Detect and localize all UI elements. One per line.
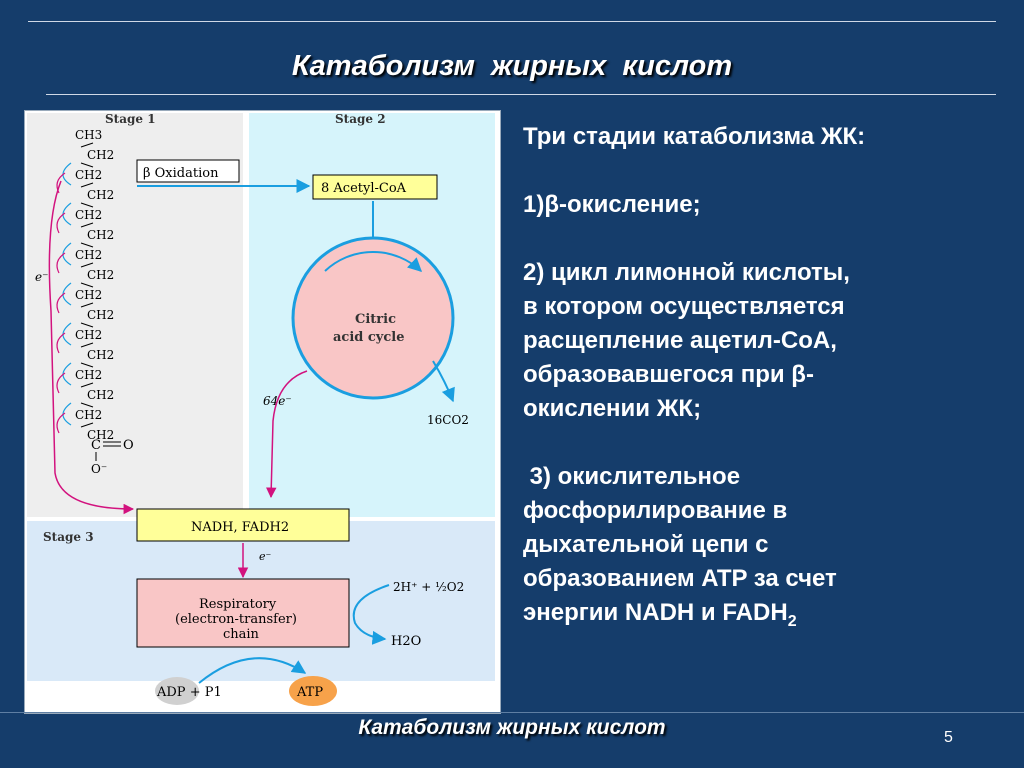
ch2-group: CH2 (87, 428, 114, 442)
footer-divider (0, 712, 1024, 713)
respiratory-chain-box (136, 578, 350, 648)
carboxyl-carbon: C (91, 438, 101, 453)
atp-ellipse (289, 676, 337, 706)
chain-bond (80, 322, 94, 328)
stage3-last-subscript: 2 (787, 612, 797, 630)
oxygen-to-water-arrow (352, 584, 390, 645)
cycle-to-nadh-arrow (266, 370, 308, 499)
ch3-group: CH3 (75, 128, 102, 142)
respiratory-label-1: Respiratory (199, 597, 277, 612)
stage2-line: в котором осуществляется (523, 293, 845, 320)
adp-pi-label: ADP + P1 (156, 685, 222, 700)
description-panel: Три стадии катаболизма ЖК: 1)β-окисление… (523, 120, 1003, 639)
respiratory-label-2: (electron-transfer) (175, 612, 297, 627)
stage3-last-line: энергии NADH и FADH2 (523, 596, 1003, 639)
electron-flow-arrow (56, 412, 66, 434)
chain-bond (80, 202, 94, 208)
ch2-group: CH2 (75, 328, 102, 342)
chain-bond (80, 242, 94, 248)
electron-label-stage3: e⁻ (259, 550, 272, 563)
electron-flow-arrow (56, 332, 66, 354)
spacer (523, 426, 1003, 460)
chain-bond (80, 302, 94, 308)
stage3-label: Stage 3 (43, 530, 94, 544)
atp-label: ATP (296, 685, 323, 700)
carboxyl-oxygen-minus: O⁻ (91, 462, 107, 476)
stage2-line: расщепление ацетил-CoA, (523, 327, 837, 354)
stage1-label: Stage 1 (105, 112, 156, 126)
stage3-line: 3) окислительное (523, 463, 741, 490)
ch2-group: CH2 (75, 288, 102, 302)
stage2-line: 2) цикл лимонной кислоты, (523, 259, 850, 286)
electron-label-stage1: e⁻ (35, 270, 48, 284)
chain-bond (80, 182, 94, 188)
adp-to-atp-arrow (198, 657, 307, 684)
beta-oxidation-label: β Oxidation (143, 166, 219, 181)
fatty-acid-chain: CH2CH2CH2CH2CH2CH2CH2CH2CH2CH2CH2CH2CH2C… (56, 142, 114, 442)
top-divider (28, 21, 996, 22)
chain-bond (80, 342, 94, 348)
chain-bond (80, 422, 94, 428)
chain-bond (80, 282, 94, 288)
ch2-group: CH2 (87, 388, 114, 402)
citric-cycle-label-1: Citric (355, 312, 396, 327)
nadh-fadh2-label: NADH, FADH2 (191, 520, 289, 535)
stage2-line: образовавшегося при β- (523, 361, 814, 388)
acetyl-coa-label: 8 Acetyl-CoA (321, 181, 407, 196)
ch2-group: CH2 (75, 408, 102, 422)
electron-flow-arrow (56, 212, 66, 234)
electron-flow-arrow (56, 292, 66, 314)
ch2-group: CH2 (87, 188, 114, 202)
ch2-group: CH2 (75, 208, 102, 222)
cycle-arrow-top (324, 250, 423, 272)
ch2-group: CH2 (75, 368, 102, 382)
nadh-fadh2-box (136, 508, 350, 542)
carboxyl-oxygen: O (123, 438, 134, 453)
ch2-group: CH2 (87, 148, 114, 162)
co2-arrow (432, 360, 455, 403)
stages-heading: Три стадии катаболизма ЖК: (523, 123, 866, 150)
ch2-group: CH2 (87, 348, 114, 362)
ch2-group: CH2 (75, 168, 102, 182)
chain-bond (80, 402, 94, 408)
ch2-group: CH2 (75, 248, 102, 262)
stage2-line: окислении ЖК; (523, 395, 702, 422)
oxygen-input-label: 2H⁺ + ½O2 (393, 580, 464, 594)
stage3-line: дыхательной цепи с (523, 531, 769, 558)
electron-flow-arrow (56, 252, 66, 274)
ch2-group: CH2 (87, 228, 114, 242)
chain-bond (80, 362, 94, 368)
co2-label: 16CO2 (427, 413, 469, 427)
water-label: H2O (391, 634, 421, 649)
ch2-group: CH2 (87, 308, 114, 322)
stage3-line: образованием ATP за счет (523, 565, 837, 592)
beta-oxidation-box (136, 159, 240, 183)
stage3-line: фосфорилирование в (523, 497, 788, 524)
chain-bond (80, 262, 94, 268)
stage3-last-text: энергии NADH и FADH (523, 599, 788, 626)
chain-to-nadh-arrow (48, 180, 135, 515)
spacer (523, 222, 1003, 256)
electron-flow-arrow (56, 372, 66, 394)
chain-bond (80, 162, 94, 168)
acetyl-coa-box (312, 174, 438, 200)
stage2-label: Stage 2 (335, 112, 386, 126)
chain-bond (80, 382, 94, 388)
citric-cycle-label-2: acid cycle (333, 330, 405, 345)
ch2-group: CH2 (87, 268, 114, 282)
page-number: 5 (944, 729, 953, 746)
slide-footer: Катаболизм жирных кислот (358, 716, 666, 739)
adp-ellipse (155, 677, 199, 705)
stage1-item: 1)β-окисление; (523, 191, 701, 218)
spacer (523, 154, 1003, 188)
slide-title: Катаболизм жирных кислот (291, 50, 733, 82)
chain-bond (80, 142, 94, 148)
chain-bond (80, 222, 94, 228)
citric-cycle-circle (291, 236, 455, 400)
respiratory-label-3: chain (223, 627, 260, 642)
title-underline (46, 94, 996, 95)
